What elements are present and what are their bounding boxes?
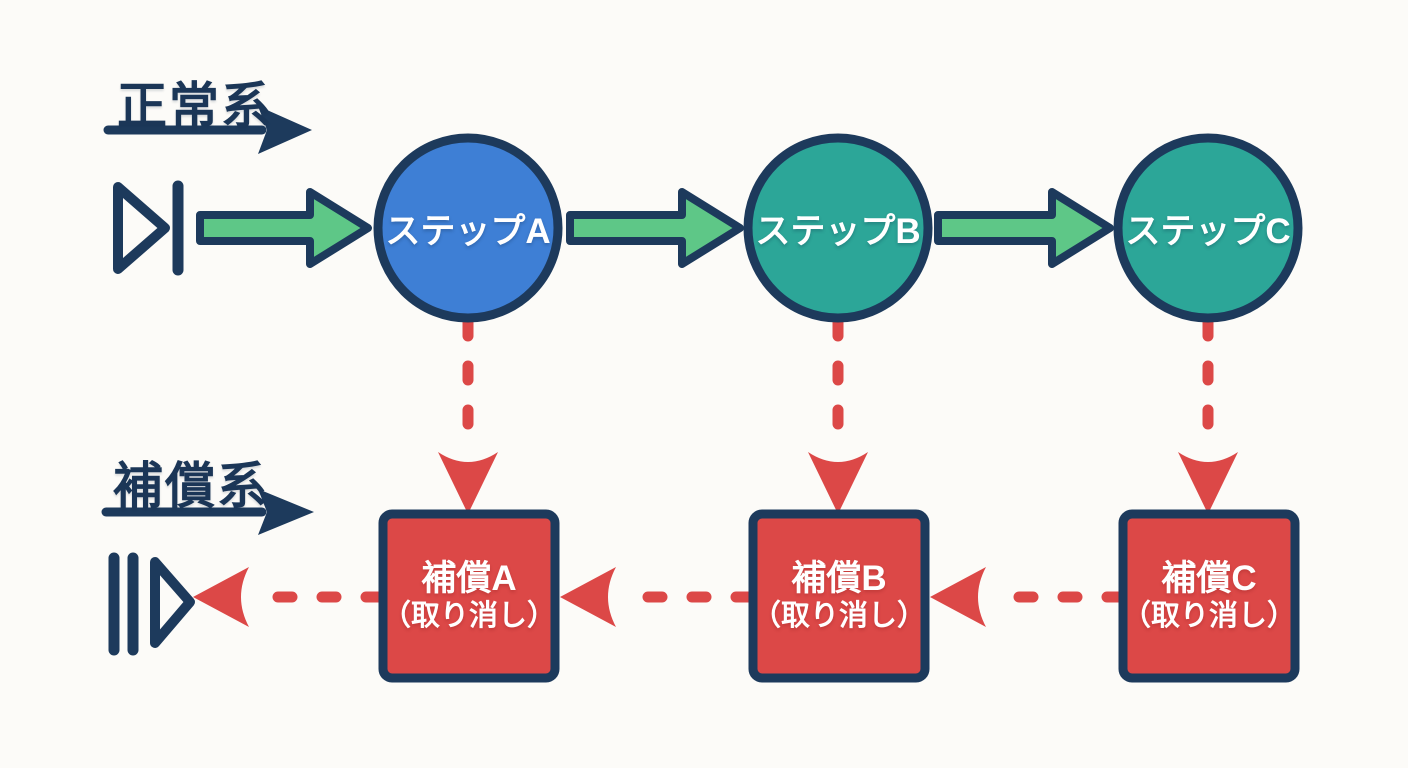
compensation-box-a-label-area: 補償A （取り消し）	[382, 514, 557, 678]
step-label-a: ステップA	[385, 211, 551, 251]
compensation-box-c-label-area: 補償C （取り消し）	[1122, 514, 1297, 678]
compensation-arrow-down-b	[808, 316, 868, 514]
flow-arrow-start-to-a	[196, 188, 372, 268]
compensation-arrow-c-to-b	[930, 567, 1127, 627]
flow-arrow-b-to-c	[934, 188, 1114, 268]
compensation-box-c	[1118, 509, 1300, 683]
step-node-b	[743, 133, 933, 323]
compensation-arrow-down-c	[1178, 316, 1238, 514]
normal-flow-label: 正常系	[117, 78, 273, 134]
end-icon	[108, 552, 195, 656]
step-node-c	[1113, 133, 1303, 323]
step-label-c: ステップC	[1125, 211, 1291, 251]
compensation-arrow-b-to-a	[560, 567, 756, 627]
step-node-b-label-area: ステップB	[748, 138, 928, 318]
compensation-box-b	[748, 509, 930, 683]
compensation-label-a: 補償A	[421, 559, 517, 598]
compensation-label-b: 補償B	[791, 559, 887, 598]
step-node-c-label-area: ステップC	[1118, 138, 1298, 318]
step-node-a-label-area: ステップA	[378, 138, 558, 318]
compensation-label-c: 補償C	[1161, 559, 1257, 598]
compensation-sublabel-c: （取り消し）	[1122, 600, 1297, 632]
normal-flow-arrow-icon	[103, 106, 312, 154]
compensation-flow-label: 補償系	[113, 458, 269, 514]
compensation-sublabel-b: （取り消し）	[752, 600, 927, 632]
compensation-arrow-a-to-end	[193, 567, 386, 627]
compensation-arrow-down-a	[438, 316, 498, 514]
start-icon	[113, 180, 184, 276]
compensation-sublabel-a: （取り消し）	[382, 600, 557, 632]
compensation-box-b-label-area: 補償B （取り消し）	[752, 514, 927, 678]
step-label-b: ステップB	[755, 211, 921, 251]
compensation-flow-arrow-icon	[101, 489, 314, 535]
compensation-box-a	[378, 509, 560, 683]
step-node-a	[373, 133, 563, 323]
flow-arrow-a-to-b	[566, 188, 744, 268]
